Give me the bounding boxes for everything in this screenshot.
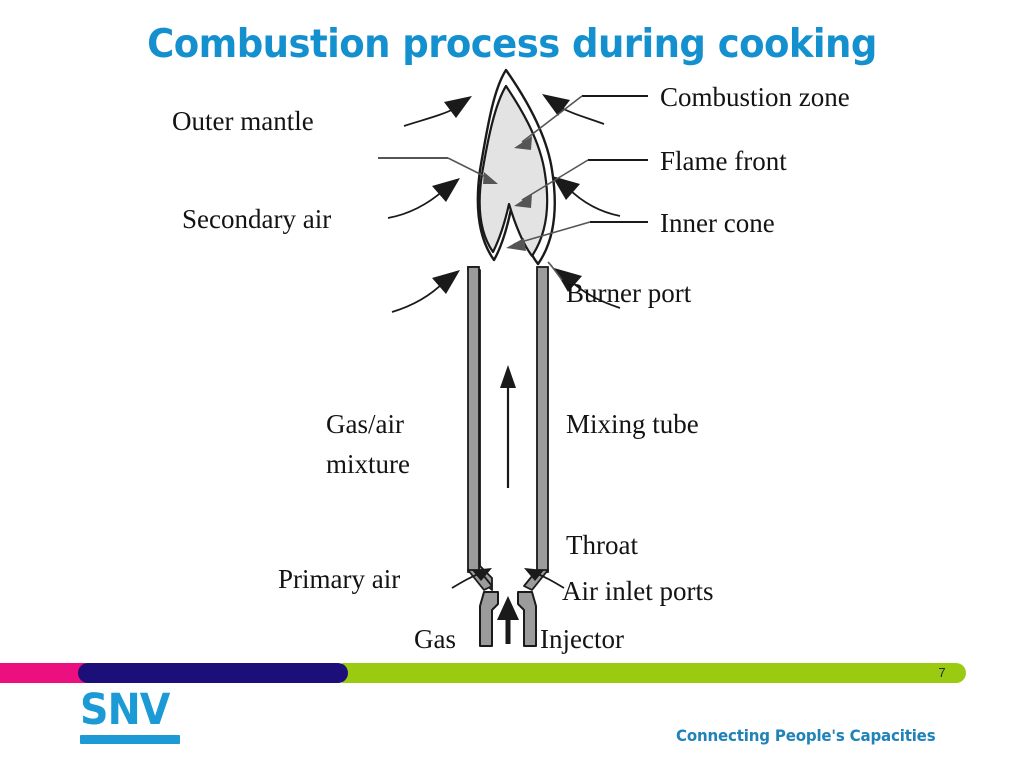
- outer-mantle-leader-line: [378, 157, 498, 184]
- slide-footer: 7 SNV Connecting People's Capacities: [0, 658, 1024, 768]
- label-burner-port: Burner port: [566, 278, 692, 308]
- secondary-air-arrow-left-bottom-icon: [391, 270, 460, 313]
- gas-jet-arrow-icon: [497, 596, 519, 644]
- snv-logo-underline: [80, 735, 180, 744]
- footer-bar-navy: [78, 663, 348, 683]
- snv-wordmark: SNV: [80, 685, 170, 735]
- snv-logo: SNV: [80, 688, 190, 744]
- footer-bar-green: [342, 663, 966, 683]
- label-secondary-air: Secondary air: [182, 204, 331, 234]
- label-gas-air-mixture-line1: Gas/air: [326, 409, 404, 439]
- air-inlet-arrow-right-icon: [524, 568, 565, 589]
- gas-air-flow-arrow-icon: [500, 365, 516, 488]
- label-primary-air: Primary air: [278, 564, 400, 594]
- label-air-inlet-ports: Air inlet ports: [562, 576, 713, 606]
- label-gas: Gas: [414, 624, 456, 654]
- burner-port-leader-line: [547, 261, 563, 281]
- inner-cone-leader-line: [506, 221, 648, 251]
- label-flame-front: Flame front: [660, 146, 787, 176]
- label-outer-mantle: Outer mantle: [172, 106, 314, 136]
- mixing-tube-left-wall-body: [467, 266, 480, 573]
- flame-front-leader-line: [514, 159, 648, 208]
- footer-bar-magenta: [0, 663, 100, 683]
- secondary-air-arrow-left-mid-icon: [387, 178, 460, 219]
- label-gas-air-mixture-line2: mixture: [326, 449, 410, 479]
- label-mixing-tube: Mixing tube: [566, 409, 699, 439]
- gas-burner-combustion-diagram: Outer mantle Secondary air Combustion zo…: [172, 68, 850, 654]
- secondary-air-arrow-right-mid-icon: [552, 176, 621, 217]
- label-combustion-zone: Combustion zone: [660, 82, 850, 112]
- mixing-tube-right-wall-body: [536, 266, 549, 573]
- label-injector: Injector: [540, 624, 624, 654]
- injector-left-wall: [479, 591, 499, 647]
- secondary-air-arrow-left-top-icon: [403, 96, 472, 127]
- secondary-air-arrow-right-bottom-icon: [554, 268, 621, 309]
- air-inlet-arrow-left-icon: [451, 568, 492, 589]
- label-throat: Throat: [566, 530, 638, 560]
- page-title: Combustion process during cooking: [147, 22, 877, 67]
- inner-cone-shape: [492, 203, 510, 253]
- secondary-air-arrow-right-top-icon: [542, 94, 605, 125]
- combustion-zone-leader-line: [514, 95, 648, 150]
- diagram-container: Outer mantle Secondary air Combustion zo…: [0, 58, 1024, 658]
- injector-right-wall: [517, 591, 537, 647]
- label-inner-cone: Inner cone: [660, 208, 775, 238]
- page-number: 7: [938, 665, 946, 680]
- footer-tagline: Connecting People's Capacities: [676, 726, 936, 745]
